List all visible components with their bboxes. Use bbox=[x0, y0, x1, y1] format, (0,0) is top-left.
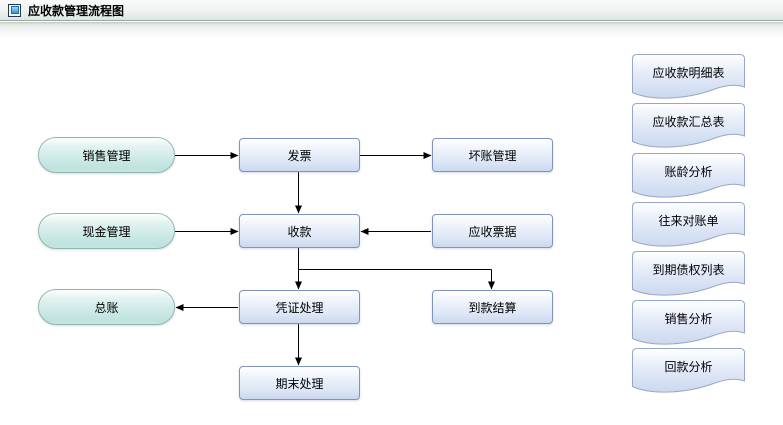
report-sales-analysis[interactable]: 销售分析 bbox=[632, 300, 745, 346]
node-sales-management[interactable]: 销售管理 bbox=[38, 137, 175, 173]
document-shape-icon bbox=[632, 202, 745, 247]
node-label: 坏账管理 bbox=[468, 148, 517, 163]
report-label: 应收款汇总表 bbox=[652, 114, 725, 129]
report-ar-summary[interactable]: 应收款汇总表 bbox=[632, 103, 745, 149]
report-label: 账龄分析 bbox=[664, 164, 713, 179]
report-collection-analysis[interactable]: 回款分析 bbox=[632, 348, 745, 394]
report-label: 往来对账单 bbox=[658, 213, 719, 228]
document-shape-icon bbox=[632, 153, 745, 198]
document-shape-icon bbox=[632, 300, 745, 345]
node-cash-management[interactable]: 现金管理 bbox=[38, 213, 175, 249]
node-bad-debt-management[interactable]: 坏账管理 bbox=[432, 138, 553, 172]
report-label: 应收款明细表 bbox=[652, 65, 725, 80]
node-label: 总账 bbox=[94, 300, 119, 315]
report-label: 到期债权列表 bbox=[652, 262, 725, 277]
report-label: 回款分析 bbox=[664, 359, 713, 374]
node-label: 收款 bbox=[287, 224, 312, 239]
report-statement-of-account[interactable]: 往来对账单 bbox=[632, 202, 745, 248]
node-label: 期末处理 bbox=[275, 376, 324, 391]
page-title: 应收款管理流程图 bbox=[28, 3, 125, 18]
report-label: 销售分析 bbox=[664, 311, 713, 326]
node-label: 凭证处理 bbox=[275, 300, 324, 315]
node-invoice[interactable]: 发票 bbox=[239, 138, 360, 172]
node-voucher-processing[interactable]: 凭证处理 bbox=[239, 290, 360, 324]
node-label: 到款结算 bbox=[468, 300, 517, 315]
title-bar-divider bbox=[0, 22, 783, 40]
node-period-end-processing[interactable]: 期末处理 bbox=[239, 366, 360, 400]
node-receipt[interactable]: 收款 bbox=[239, 214, 360, 248]
title-bar: 应收款管理流程图 bbox=[0, 0, 783, 21]
node-notes-receivable[interactable]: 应收票据 bbox=[432, 214, 553, 248]
node-label: 销售管理 bbox=[82, 148, 131, 163]
window-icon bbox=[8, 3, 21, 17]
node-payment-settlement[interactable]: 到款结算 bbox=[432, 290, 553, 324]
report-ar-detail[interactable]: 应收款明细表 bbox=[632, 54, 745, 100]
node-label: 发票 bbox=[287, 148, 312, 163]
document-shape-icon bbox=[632, 348, 745, 393]
document-shape-icon bbox=[632, 251, 745, 296]
node-label: 应收票据 bbox=[468, 224, 517, 239]
document-shape-icon bbox=[632, 103, 745, 148]
node-label: 现金管理 bbox=[82, 224, 131, 239]
document-shape-icon bbox=[632, 54, 745, 99]
report-due-debt-list[interactable]: 到期债权列表 bbox=[632, 251, 745, 297]
report-aging-analysis[interactable]: 账龄分析 bbox=[632, 153, 745, 199]
node-general-ledger[interactable]: 总账 bbox=[38, 289, 175, 325]
